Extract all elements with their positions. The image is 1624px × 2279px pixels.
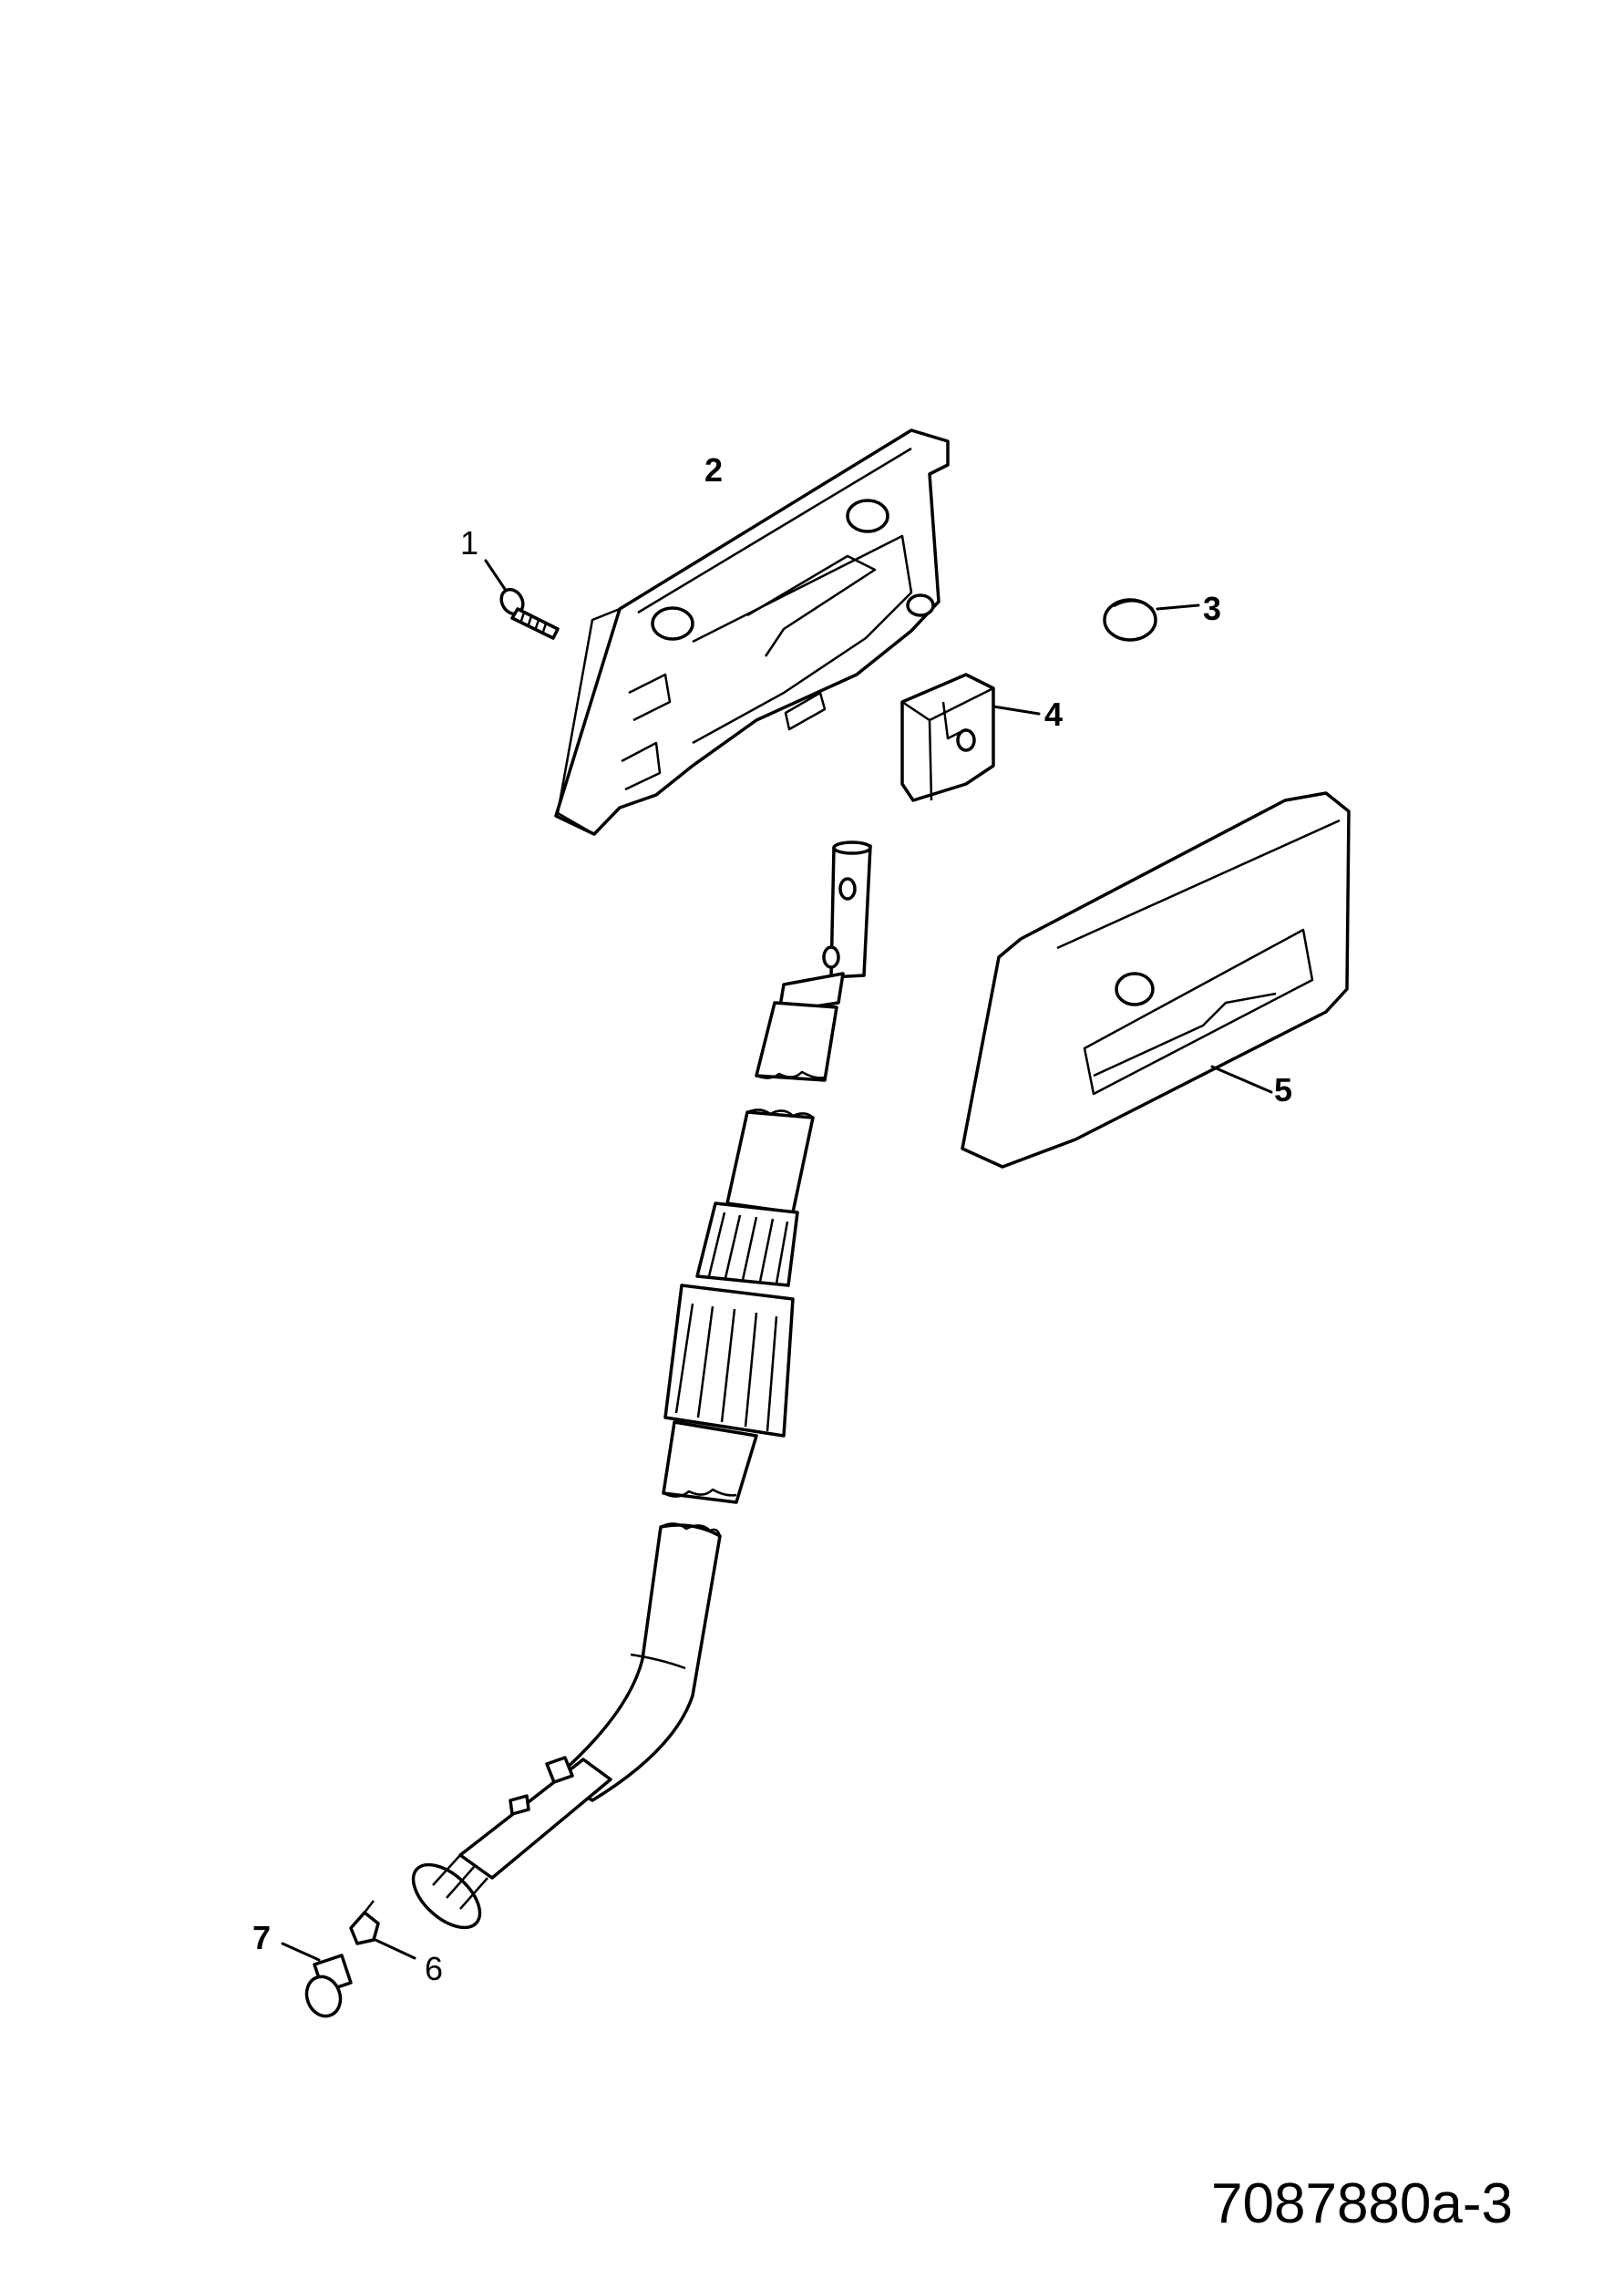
part-6-spring-clip (349, 1900, 416, 1960)
callout-5: 5 (1274, 1071, 1292, 1109)
callout-2: 2 (704, 451, 723, 489)
document-number: 7087880a-3 (1211, 2172, 1513, 2235)
callout-7: 7 (252, 1919, 271, 1956)
callout-3: 3 (1203, 590, 1221, 627)
part-5-front-handle-half (961, 791, 1351, 1169)
part-7-push-button (281, 1942, 353, 2018)
part-2-rear-handle-half (554, 428, 950, 836)
callout-6: 6 (425, 1950, 443, 1987)
callout-4: 4 (1044, 696, 1063, 733)
part-1-screw (484, 559, 560, 640)
part-4-clip (900, 673, 1041, 802)
telescopic-tube (411, 840, 872, 1930)
callout-1: 1 (460, 524, 478, 562)
part-3-cap (1103, 598, 1200, 642)
